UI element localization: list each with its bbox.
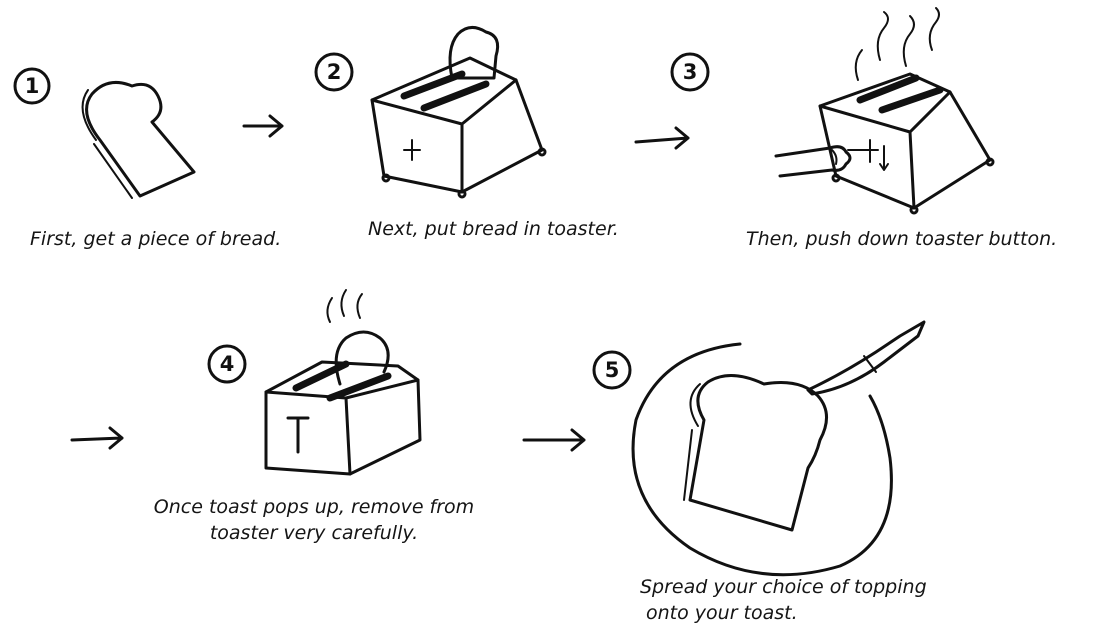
arrow-into-4 xyxy=(72,428,122,448)
step-2: 2 xyxy=(316,27,545,197)
steam-lines-icon xyxy=(856,8,939,80)
bread-slice-icon xyxy=(83,82,194,198)
toaster-pushed-icon xyxy=(820,74,993,213)
step-4-number-badge: 4 xyxy=(209,346,245,382)
step-5-caption: Spread your choice of topping onto your … xyxy=(640,574,1000,626)
step-3: 3 xyxy=(672,8,993,213)
step-1-caption: First, get a piece of bread. xyxy=(30,226,281,252)
plate-icon xyxy=(633,344,891,575)
toast-slice-icon xyxy=(684,375,827,530)
knife-icon xyxy=(808,322,924,394)
step-4-caption-line-1: Once toast pops up, remove from xyxy=(114,494,514,520)
hand-icon xyxy=(776,147,850,176)
step-4: 4 xyxy=(209,290,420,474)
arrow-1-to-2 xyxy=(244,116,282,136)
step-3-number: 3 xyxy=(683,60,698,84)
step-5: 5 xyxy=(594,322,924,575)
step-5-caption-line-2: onto your toast. xyxy=(640,600,1000,626)
step-1-number: 1 xyxy=(25,74,40,98)
step-3-number-badge: 3 xyxy=(672,54,708,90)
step-1: 1 xyxy=(15,69,194,198)
steam-lines-icon xyxy=(327,290,362,322)
step-5-number: 5 xyxy=(605,358,620,382)
step-4-number: 4 xyxy=(220,352,235,376)
toaster-popped-icon xyxy=(266,332,420,474)
step-5-caption-line-1: Spread your choice of topping xyxy=(640,574,1000,600)
toaster-with-bread-icon xyxy=(372,27,545,197)
step-3-caption: Then, push down toaster button. xyxy=(746,226,1057,252)
step-5-number-badge: 5 xyxy=(594,352,630,388)
step-2-number-badge: 2 xyxy=(316,54,352,90)
step-4-caption-line-2: toaster very carefully. xyxy=(114,520,514,546)
step-1-number-badge: 1 xyxy=(15,69,49,103)
step-4-caption: Once toast pops up, remove from toaster … xyxy=(114,494,514,546)
arrow-2-to-3 xyxy=(636,128,688,148)
arrow-4-to-5 xyxy=(524,430,584,450)
step-2-number: 2 xyxy=(327,60,342,84)
step-2-caption: Next, put bread in toaster. xyxy=(368,216,619,242)
